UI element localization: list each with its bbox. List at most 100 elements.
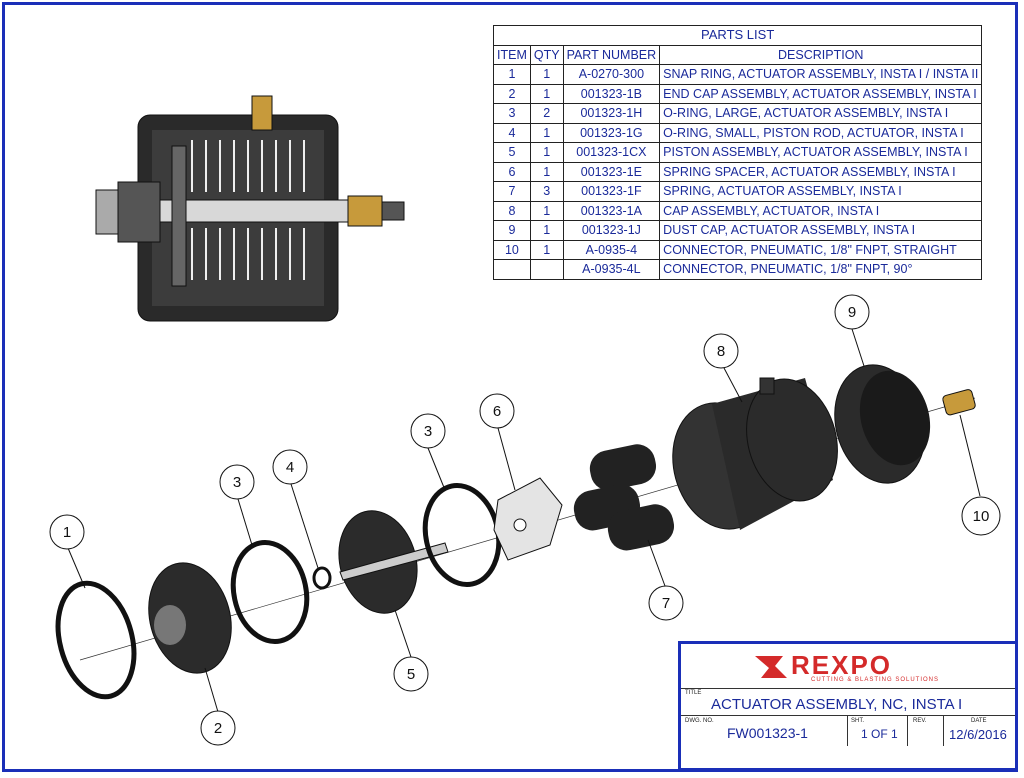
company-logo: REXPO CUTTING & BLASTING SOLUTIONS — [681, 644, 1015, 689]
qty-cell: 1 — [529, 161, 564, 182]
callout-bubble-10 — [961, 496, 1001, 536]
callout-7: 7 — [662, 595, 670, 612]
callout-bubble-8 — [703, 333, 739, 369]
part-number-cell: 001323-1B — [562, 83, 661, 104]
part-number-cell: 001323-1CX — [562, 142, 661, 163]
part-number-cell: A-0935-4L — [562, 259, 661, 280]
title-block-row: DWG. NO. FW001323-1 SHT. 1 OF 1 REV. DAT… — [681, 715, 1015, 746]
part-connector — [942, 389, 976, 416]
part-o-ring-large — [230, 540, 310, 644]
sheet-number: 1 OF 1 — [861, 727, 898, 741]
callout-bubble-5 — [393, 656, 429, 692]
description-cell: O-RING, LARGE, ACTUATOR ASSEMBLY, INSTA … — [659, 103, 983, 124]
item-cell: 6 — [493, 161, 531, 182]
part-snap-ring — [55, 580, 137, 700]
description-cell: SNAP RING, ACTUATOR ASSEMBLY, INSTA I / … — [659, 64, 983, 85]
description-cell: DUST CAP, ACTUATOR ASSEMBLY, INSTA I — [659, 220, 983, 241]
item-cell: 3 — [493, 103, 531, 124]
callout-1: 1 — [63, 524, 71, 541]
callout-bubble-1 — [49, 514, 85, 550]
callout-bubble-4 — [272, 449, 308, 485]
parts-list-title: PARTS LIST — [492, 25, 983, 46]
dwg-no-label: DWG. NO. — [685, 718, 714, 724]
qty-cell: 1 — [529, 142, 564, 163]
title-block: REXPO CUTTING & BLASTING SOLUTIONS TITLE… — [678, 641, 1018, 771]
qty-cell: 1 — [529, 220, 564, 241]
item-cell: 1 — [493, 64, 531, 85]
callout-bubble-2 — [200, 710, 236, 746]
item-cell: 4 — [493, 122, 531, 143]
qty-cell — [529, 259, 564, 280]
item-cell: 5 — [493, 142, 531, 163]
callout-6: 6 — [493, 403, 501, 420]
part-o-ring-small — [312, 566, 332, 590]
logo-tagline: CUTTING & BLASTING SOLUTIONS — [811, 677, 940, 683]
callout-10: 10 — [973, 508, 990, 525]
part-number-cell: 001323-1J — [562, 220, 661, 241]
item-cell: 7 — [493, 181, 531, 202]
callout-bubble-3a — [219, 464, 255, 500]
item-cell: 10 — [493, 239, 531, 260]
parts-list-table: PARTS LIST ITEM QTY PART NUMBER DESCRIPT… — [492, 25, 983, 280]
callout-bubble-9 — [834, 294, 870, 330]
item-cell — [493, 259, 531, 280]
part-number-cell: 001323-1E — [562, 161, 661, 182]
callout-2: 2 — [214, 720, 222, 737]
item-cell: 8 — [493, 200, 531, 221]
part-piston — [338, 510, 449, 614]
part-dust-cap — [834, 364, 931, 484]
part-spring-spacer — [493, 477, 563, 561]
logo-text: REXPO — [791, 650, 893, 680]
description-cell: CONNECTOR, PNEUMATIC, 1/8" FNPT, STRAIGH… — [659, 239, 983, 260]
callout-5: 5 — [407, 666, 415, 683]
part-number-cell: A-0935-4 — [562, 239, 661, 260]
rev-label: REV. — [913, 718, 927, 724]
part-number-cell: 001323-1A — [562, 200, 661, 221]
item-cell: 9 — [493, 220, 531, 241]
dwg-no: FW001323-1 — [727, 725, 808, 741]
qty-cell: 1 — [529, 64, 564, 85]
qty-cell: 2 — [529, 103, 564, 124]
rexpo-logo-icon — [755, 656, 787, 678]
callout-3b: 3 — [424, 423, 432, 440]
callout-bubble-7 — [648, 585, 684, 621]
description-cell: SPRING SPACER, ACTUATOR ASSEMBLY, INSTA … — [659, 161, 983, 182]
date-label: DATE — [971, 718, 987, 724]
col-header-part-number: PART NUMBER — [562, 44, 661, 65]
description-cell: CAP ASSEMBLY, ACTUATOR, INSTA I — [659, 200, 983, 221]
part-o-ring-large-2 — [422, 483, 502, 587]
drawing-date: 12/6/2016 — [949, 727, 1007, 742]
callout-8: 8 — [717, 343, 725, 360]
callout-3a: 3 — [233, 474, 241, 491]
title-label: TITLE — [685, 690, 702, 696]
col-header-description: DESCRIPTION — [659, 44, 983, 65]
section-view — [95, 95, 405, 322]
part-number-cell: 001323-1G — [562, 122, 661, 143]
callout-bubble-6 — [479, 393, 515, 429]
qty-cell: 1 — [529, 83, 564, 104]
callout-4: 4 — [286, 459, 294, 476]
callout-9: 9 — [848, 304, 856, 321]
qty-cell: 1 — [529, 122, 564, 143]
sheet-label: SHT. — [851, 718, 865, 724]
description-cell: END CAP ASSEMBLY, ACTUATOR ASSEMBLY, INS… — [659, 83, 983, 104]
description-cell: O-RING, SMALL, PISTON ROD, ACTUATOR, INS… — [659, 122, 983, 143]
part-cap — [672, 377, 838, 530]
callout-bubble-3b — [410, 413, 446, 449]
part-number-cell: A-0270-300 — [562, 64, 661, 85]
description-cell: CONNECTOR, PNEUMATIC, 1/8" FNPT, 90° — [659, 259, 983, 280]
part-number-cell: 001323-1F — [562, 181, 661, 202]
part-springs — [573, 444, 675, 551]
part-number-cell: 001323-1H — [562, 103, 661, 124]
